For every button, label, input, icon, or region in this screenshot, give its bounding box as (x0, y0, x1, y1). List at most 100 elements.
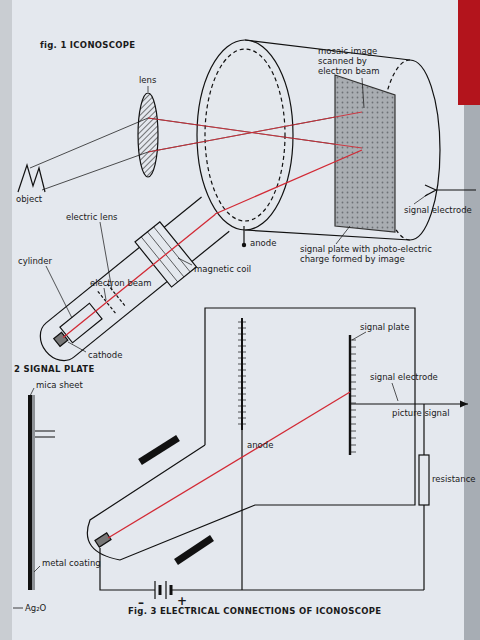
electron-beam (215, 150, 362, 214)
leader-lines (46, 78, 428, 352)
part-label: metal coating (42, 558, 101, 568)
deflection-magnet (176, 538, 212, 562)
battery-symbol (165, 581, 166, 599)
part-label: electron beam (90, 278, 152, 288)
part-label: anode (250, 238, 276, 248)
battery-symbol (154, 581, 155, 599)
grid-tick (351, 354, 356, 355)
facing-page (0, 0, 12, 640)
grid-tick (238, 358, 246, 359)
leader-line (34, 566, 40, 572)
resistor-wire (423, 505, 424, 590)
grid-tick (351, 375, 356, 376)
tube-outline (87, 308, 415, 560)
grid-tick (351, 396, 356, 397)
signal-plate-mosaic (335, 75, 395, 232)
ground-wire (172, 589, 424, 590)
grid-tick (238, 352, 246, 353)
grid-tick (351, 368, 356, 369)
electron-beam (63, 214, 215, 337)
resistor-symbol (419, 455, 429, 505)
grid-tick (351, 389, 356, 390)
signal-electrode-wire (436, 189, 476, 190)
grid-tick (238, 346, 246, 347)
grid-tick (351, 361, 356, 362)
plate-wire (35, 437, 55, 438)
grid-tick (351, 445, 356, 446)
deflection-magnet (140, 438, 178, 462)
metal-coating (32, 395, 35, 590)
bulb-rim (205, 49, 285, 221)
leader-line (30, 388, 34, 396)
red-background (458, 0, 480, 105)
grid-tick (351, 347, 356, 348)
image-ray (148, 112, 362, 152)
figure-caption: Fig. 3 ELECTRICAL CONNECTIONS OF ICONOSC… (128, 606, 381, 616)
cathode-wire (100, 548, 155, 590)
part-label: magnetic coil (194, 264, 251, 274)
figure-title: 2 SIGNAL PLATE (14, 364, 95, 374)
mica-sheet (28, 395, 32, 590)
grid-tick (351, 410, 356, 411)
signal-wire (351, 403, 468, 404)
part-label: signal electrode (370, 372, 438, 382)
grid-tick (238, 322, 246, 323)
grid-tick (351, 382, 356, 383)
electron-beam (108, 392, 350, 538)
object-symbol (18, 165, 45, 192)
grid-tick (238, 418, 246, 419)
grid-tick (238, 424, 246, 425)
part-label: cylinder (18, 256, 52, 266)
part-label: signal plate (360, 322, 409, 332)
grid-tick (351, 452, 356, 453)
leader-lines (352, 332, 398, 401)
grid-tick (238, 328, 246, 329)
part-label: picture signal (392, 408, 450, 418)
grid-tick (351, 340, 356, 341)
anode-wire (243, 226, 244, 244)
part-label: signal plate with photo-electric charge … (300, 244, 460, 264)
grid-tick (238, 400, 246, 401)
book-edge (464, 105, 480, 640)
plate-wire (35, 431, 55, 432)
grid-tick (238, 394, 246, 395)
grid-tick (238, 388, 246, 389)
grid-tick (238, 370, 246, 371)
figure-title: fig. 1 ICONOSCOPE (40, 40, 135, 50)
part-label: signal electrode (404, 205, 472, 215)
part-label: anode (247, 440, 273, 450)
cathode (95, 533, 111, 547)
grid-tick (238, 406, 246, 407)
leader-line (13, 608, 23, 609)
iconoscope-figure (18, 40, 476, 374)
grid-tick (351, 424, 356, 425)
anode-terminal (242, 243, 245, 246)
grid-tick (351, 438, 356, 439)
tube-neck (28, 192, 234, 374)
connections-figure (87, 308, 468, 599)
grid-tick (238, 412, 246, 413)
anode-grid (241, 318, 243, 430)
signal-electrode-tip (425, 185, 436, 196)
image-ray (148, 118, 362, 148)
grid-tick (238, 364, 246, 365)
grid-tick (238, 334, 246, 335)
anode-wire (241, 430, 242, 590)
polarity-sign: + (177, 596, 187, 606)
part-label: resistance (432, 474, 476, 484)
part-label: Ag₂O (25, 603, 46, 613)
grid-tick (238, 382, 246, 383)
cathode (54, 332, 68, 346)
lens-symbol (138, 93, 158, 177)
grid-tick (351, 431, 356, 432)
grid-tick (238, 340, 246, 341)
battery-symbol (170, 585, 173, 595)
grid-tick (351, 403, 356, 404)
part-label: mosaic image scanned by electron beam (318, 46, 390, 76)
signal-plate (349, 335, 351, 455)
part-label: electric lens (66, 212, 117, 222)
grid-tick (351, 417, 356, 418)
grid-tick (238, 376, 246, 377)
part-label: lens (139, 75, 156, 85)
